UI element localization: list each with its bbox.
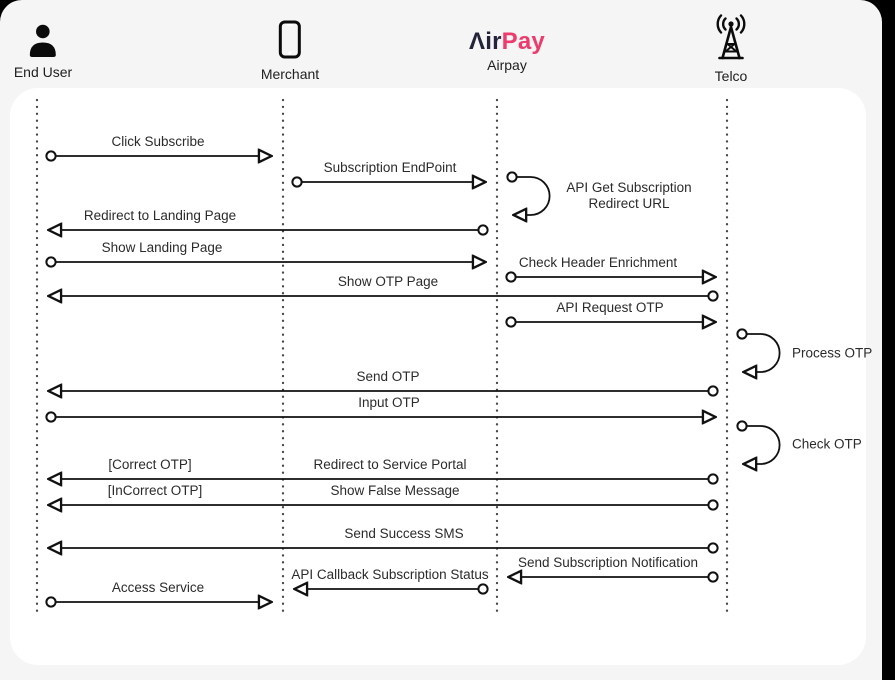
self-message-arrow [514,176,551,215]
message-tail [45,150,57,162]
actor-label-airpay: Airpay [487,57,527,73]
message-label: Subscription EndPoint [323,160,457,175]
message-tail [45,256,57,268]
airpay-logo: ΛirPay [469,30,545,54]
actor-label-enduser: End User [13,64,73,80]
message-tail [707,473,719,485]
message-label: Show Landing Page [101,240,223,255]
message-label: Send Subscription Notification [517,555,699,570]
actor-enduser: End User [14,22,72,80]
message-label: Send Success SMS [344,526,464,541]
message-label: Access Service [111,580,205,595]
message-label: Process OTP [792,345,873,361]
message-tail [45,596,57,608]
smartphone-icon [278,20,301,59]
message-label: Show False Message [330,483,460,498]
message-tail [477,224,489,236]
message-tail [736,420,748,432]
message-tail [736,328,748,340]
message-label: Check Header Enrichment [518,255,678,270]
message-label: Input OTP [358,395,420,410]
message-label: Redirect to Service Portal [313,457,467,472]
message-tail [505,271,517,283]
airpay-logo-air: Λir [469,28,502,55]
self-message-arrow [744,425,781,464]
message-label: Check OTP [792,436,862,452]
radio-tower-icon [716,14,746,60]
airpay-logo-pay: Pay [501,28,545,55]
message-tail [506,171,518,183]
message-label: Show OTP Page [337,274,439,289]
message-tail [505,316,517,328]
message-label: [Correct OTP] [108,457,192,472]
actor-label-telco: Telco [714,68,748,84]
actor-label-merchant: Merchant [260,66,320,82]
message-tail [291,176,303,188]
message-tail [45,411,57,423]
message-tail [707,571,719,583]
message-label: API Callback Subscription Status [291,567,489,582]
self-message-arrow [744,333,781,372]
diagram-canvas [10,88,866,665]
message-tail [707,290,719,302]
message-tail [707,542,719,554]
person-icon [29,24,56,57]
message-tail [707,499,719,511]
actor-merchant: Merchant [261,20,319,82]
message-tail [477,583,489,595]
message-label: Click Subscribe [111,134,205,149]
message-label: API Request OTP [556,300,664,315]
message-label: [InCorrect OTP] [107,483,203,498]
message-tail [707,385,719,397]
actor-telco: Telco [708,14,754,84]
message-label: Redirect to Landing Page [83,208,237,223]
message-label: Send OTP [356,369,420,384]
